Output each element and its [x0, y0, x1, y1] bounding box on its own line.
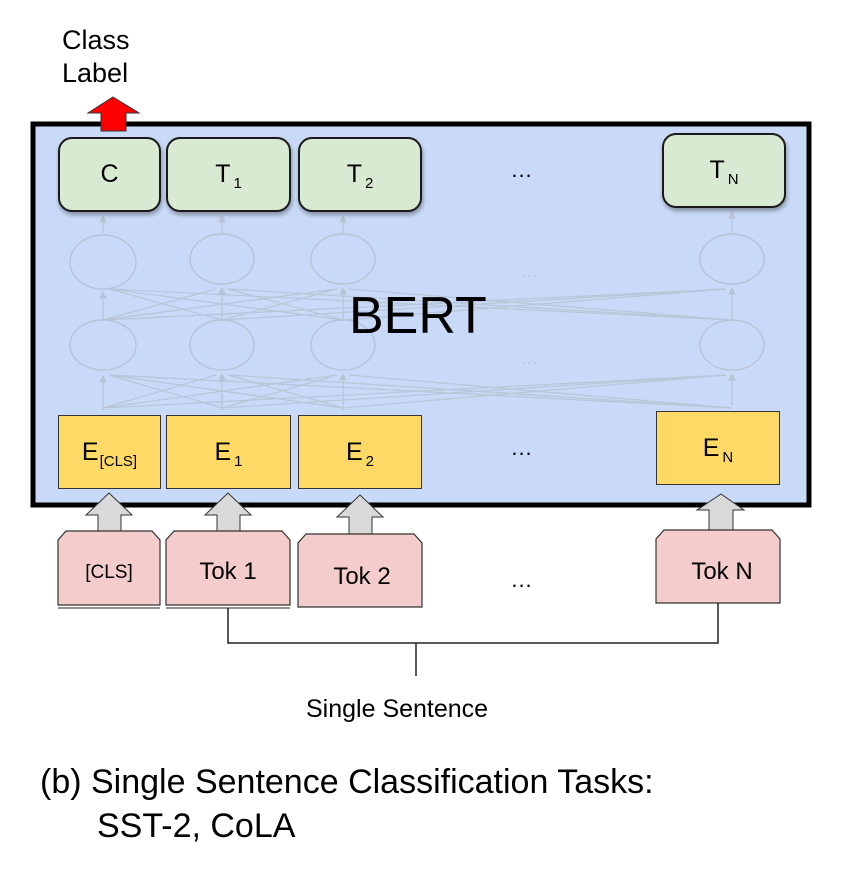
class-label-line-2: Label	[62, 58, 129, 88]
token-shapes	[57, 529, 781, 609]
embedding-label: E	[81, 437, 99, 466]
token-shape	[165, 530, 291, 606]
bert-title: BERT	[349, 287, 487, 345]
output-subscript: 1	[233, 175, 242, 192]
output-label: T	[709, 156, 725, 184]
output-label: T	[215, 160, 231, 188]
embedding-subscript: 1	[234, 452, 243, 470]
hidden-ellipsis-upper: ...	[521, 264, 539, 281]
embedding-ellipsis: ...	[511, 435, 533, 460]
output-box-c: C	[58, 137, 161, 212]
network-edge	[227, 374, 733, 409]
token-shape	[297, 533, 423, 608]
network-edge	[108, 288, 344, 321]
hidden-node	[189, 319, 255, 371]
sentence-bracket	[227, 603, 719, 676]
token-shape	[57, 530, 161, 606]
network-edge	[227, 288, 733, 321]
network-edge	[348, 288, 733, 321]
network-edge	[102, 374, 217, 409]
embedding-label: E	[345, 437, 363, 466]
output-subscript: N	[727, 171, 739, 188]
network-connections	[102, 288, 733, 409]
embedding-subscript: N	[722, 448, 734, 466]
network-edge	[108, 288, 223, 321]
hidden-node	[69, 234, 137, 290]
token-shape	[655, 529, 781, 604]
caption-line-2: SST-2, CoLA	[97, 807, 296, 845]
output-label: C	[100, 160, 119, 188]
network-edge	[108, 288, 733, 321]
token-label-2: Tok 2	[333, 563, 391, 590]
figure-caption: (b) Single Sentence Classification Tasks…	[40, 760, 654, 848]
hidden-node	[699, 233, 765, 285]
input-label: Single Sentence	[306, 695, 489, 723]
vertical-connections	[99, 210, 736, 410]
hidden-node	[699, 319, 765, 371]
output-subscript: 2	[364, 175, 374, 192]
network-edge	[102, 374, 338, 409]
caption-line-1: (b) Single Sentence Classification Tasks…	[40, 763, 654, 801]
hidden-ellipsis-lower: ...	[521, 351, 539, 368]
network-edge	[348, 374, 733, 409]
network-edge	[227, 374, 344, 409]
hidden-node	[310, 233, 376, 285]
embedding-label: E	[702, 433, 720, 462]
embedding-subscript: [CLS]	[99, 452, 138, 470]
output-label: T	[346, 160, 362, 188]
class-label-line-1: Class	[62, 25, 130, 55]
hidden-node	[189, 233, 255, 285]
class-label-arrow	[86, 96, 141, 132]
network-nodes	[69, 233, 765, 371]
network-edge	[102, 288, 217, 321]
hidden-node	[69, 319, 137, 371]
input-arrows	[84, 492, 746, 535]
embedding-subscript: 2	[365, 452, 375, 470]
class-label: Class Label	[62, 24, 130, 90]
token-label-1: Tok 1	[199, 558, 257, 585]
network-edge	[108, 374, 733, 409]
network-edge	[108, 374, 344, 409]
output-ellipsis: ...	[511, 157, 533, 182]
network-edge	[227, 288, 344, 321]
network-edge	[102, 288, 338, 321]
network-edge	[108, 374, 223, 409]
token-label-cls: [CLS]	[85, 562, 133, 583]
token-label-n: Tok N	[691, 558, 753, 585]
token-ellipsis: ...	[511, 567, 533, 592]
embedding-box-cls: E[CLS]	[58, 415, 161, 489]
embedding-label: E	[214, 437, 232, 466]
